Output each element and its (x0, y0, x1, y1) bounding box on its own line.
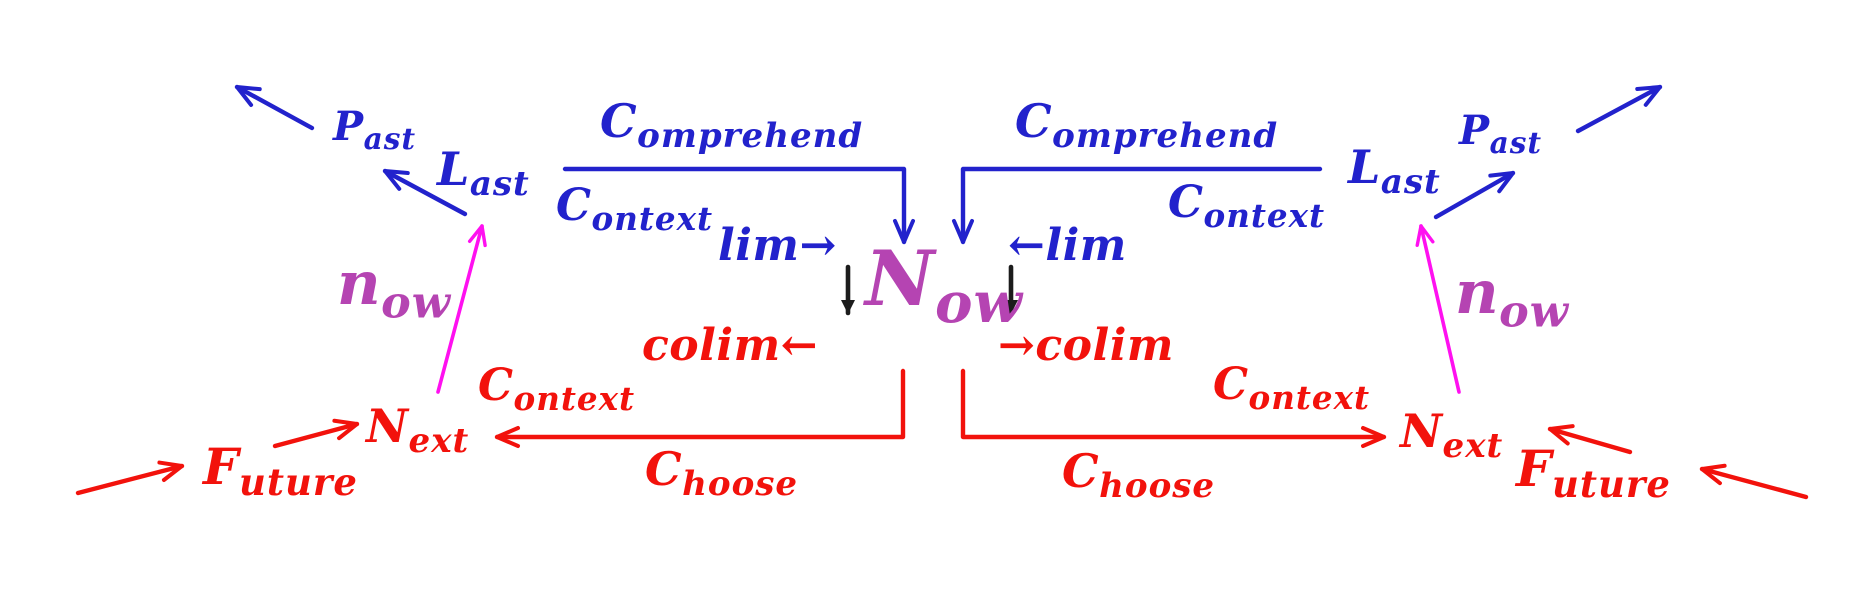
label-context-blue-right-head: C (1168, 177, 1204, 228)
label-now-right-head: n (1455, 258, 1500, 328)
label-now-left-head: n (337, 249, 382, 319)
label-last-left: Last (437, 146, 530, 201)
label-lim-left: lim→ (718, 224, 837, 268)
arrow-past-outward-right (1575, 84, 1663, 134)
label-past-left-head: P (333, 103, 364, 150)
label-past-right-head: P (1459, 107, 1490, 154)
label-last-left-sub: ast (469, 164, 530, 205)
label-past-left-sub: ast (363, 120, 417, 156)
label-context-red-left-head: C (478, 360, 514, 411)
elbow-comprehend-left (562, 166, 915, 245)
label-now-left-sub: ow (381, 276, 451, 329)
arrow-past-outward-left (234, 84, 315, 131)
arrow-now-map-left (436, 224, 487, 394)
arrow-future-inward-left (75, 460, 185, 496)
elbow-choose-right (960, 368, 1387, 448)
label-next-right-head: N (1400, 404, 1443, 458)
label-context-blue-left-head: C (556, 180, 592, 231)
label-next-left-sub: ext (408, 421, 470, 462)
label-past-right-sub: ast (1489, 124, 1543, 160)
label-comprehend-right-sub: omprehend (1052, 116, 1279, 157)
label-lim-right-text: ←lim (1008, 220, 1127, 271)
elbow-comprehend-right (952, 166, 1323, 245)
label-context-red-right-head: C (1213, 359, 1249, 410)
label-colim-left: colim← (642, 324, 818, 368)
arrow-now-map-right (1415, 224, 1461, 394)
label-last-right: Last (1348, 144, 1441, 199)
label-past-left: Past (333, 107, 417, 156)
arrow-now-to-last-right (1433, 170, 1516, 220)
label-now-center: Now (865, 241, 1023, 331)
arrow-future-to-next-left (272, 418, 360, 449)
label-future-right-head: F (1516, 439, 1552, 498)
label-next-left: Next (366, 403, 469, 458)
label-context-blue-right-sub: ontext (1203, 195, 1326, 235)
label-choose-left-sub: hoose (682, 464, 799, 505)
label-future-left-head: F (203, 437, 239, 496)
label-context-blue-left-sub: ontext (591, 198, 714, 238)
label-context-red-right-sub: ontext (1248, 377, 1371, 417)
label-lim-right: ←lim (1008, 224, 1127, 268)
label-colim-right: →colim (998, 324, 1174, 368)
label-colim-left-text: colim← (642, 320, 818, 371)
label-choose-right: Choose (1062, 448, 1215, 503)
label-now-left: now (337, 254, 451, 325)
elbow-choose-left (494, 368, 906, 448)
label-now-right: now (1455, 263, 1569, 334)
label-future-left-sub: uture (239, 460, 358, 505)
label-context-red-right: Context (1213, 363, 1370, 414)
label-last-left-head: L (437, 142, 470, 196)
label-comprehend-right-head: C (1015, 94, 1053, 148)
label-lim-left-text: lim→ (718, 220, 837, 271)
label-past-right: Past (1459, 111, 1543, 160)
label-future-right-sub: uture (1552, 462, 1671, 507)
label-choose-right-head: C (1062, 444, 1100, 498)
label-last-right-sub: ast (1380, 162, 1441, 203)
label-context-red-left: Context (478, 364, 635, 415)
label-context-red-left-sub: ontext (513, 378, 636, 418)
label-next-left-head: N (366, 399, 409, 453)
label-context-blue-right: Context (1168, 181, 1325, 232)
label-future-left: Future (203, 442, 358, 501)
label-comprehend-left: Comprehend (600, 98, 863, 153)
label-now-center-head: N (865, 234, 935, 323)
label-comprehend-right: Comprehend (1015, 98, 1278, 153)
label-now-right-sub: ow (1499, 285, 1569, 338)
label-comprehend-left-head: C (600, 94, 638, 148)
label-now-center-sub: ow (934, 269, 1023, 336)
label-choose-left-head: C (645, 442, 683, 496)
arrow-future-to-next-right (1547, 424, 1633, 455)
label-next-right: Next (1400, 408, 1503, 463)
label-next-right-sub: ext (1442, 426, 1504, 467)
label-choose-left: Choose (645, 446, 798, 501)
label-choose-right-sub: hoose (1099, 466, 1216, 507)
label-colim-right-text: →colim (998, 320, 1174, 371)
label-future-right: Future (1516, 444, 1671, 503)
label-comprehend-left-sub: omprehend (637, 116, 864, 157)
arrow-now-to-last-left (382, 168, 468, 217)
arrow-future-inward-right (1699, 463, 1809, 500)
label-context-blue-left: Context (556, 184, 713, 235)
label-last-right-head: L (1348, 140, 1381, 194)
